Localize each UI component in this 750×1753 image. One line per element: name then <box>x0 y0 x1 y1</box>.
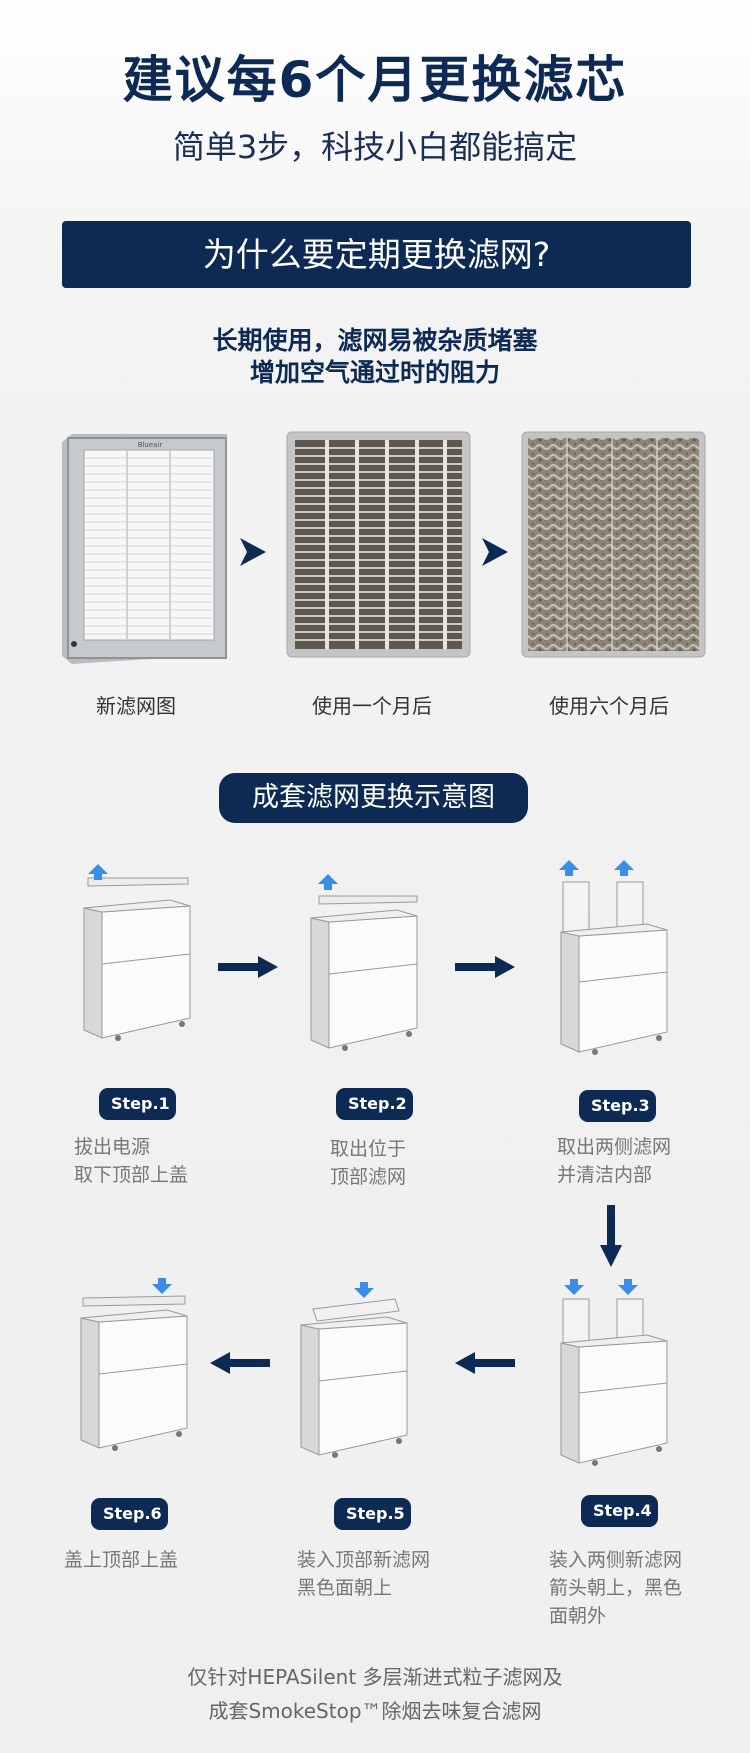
down-arrow-icon <box>564 1279 584 1295</box>
purifier-step6-icon <box>80 1295 188 1451</box>
page-title: 建议每6个月更换滤芯 <box>122 51 628 109</box>
up-arrow-icon <box>559 860 579 876</box>
arrow-right-icon <box>240 538 266 566</box>
why-banner: 为什么要定期更换滤网? <box>62 221 691 288</box>
step-text-4: 装入两侧新滤网 箭头朝上，黑色 面朝外 <box>549 1549 683 1627</box>
step-text-5: 装入顶部新滤网 黑色面朝上 <box>297 1549 431 1599</box>
six-month-filter-image <box>521 431 706 658</box>
up-arrow-icon <box>614 860 634 876</box>
down-arrow-icon <box>152 1278 172 1294</box>
up-arrow-icon <box>88 864 108 880</box>
step-badge-5: Step.5 <box>334 1498 411 1530</box>
filter-brand-logo: Blueair <box>138 441 163 449</box>
new-filter-image: Blueair <box>62 434 227 664</box>
down-arrow-icon <box>618 1279 638 1295</box>
arrow-right-icon <box>218 956 278 978</box>
footer-line-1: 仅针对HEPASilent 多层渐进式粒子滤网及 <box>187 1665 563 1689</box>
page-subtitle: 简单3步，科技小白都能搞定 <box>172 128 578 166</box>
step-badge-1: Step.1 <box>99 1088 176 1120</box>
step-text-1: 拔出电源 取下顶部上盖 <box>74 1136 189 1186</box>
step-text-6: 盖上顶部上盖 <box>64 1549 179 1571</box>
purifier-step4-icon <box>560 1298 668 1466</box>
purifier-step3-icon <box>560 881 668 1055</box>
purifier-step2-icon <box>310 895 418 1051</box>
arrow-right-icon <box>455 956 515 978</box>
filter-caption-one-month: 使用一个月后 <box>312 694 432 718</box>
step-badge-6: Step.6 <box>91 1498 168 1530</box>
arrow-left-icon <box>210 1352 270 1374</box>
reason-line-1: 长期使用，滤网易被杂质堵塞 <box>212 326 538 355</box>
arrow-down-icon <box>600 1205 622 1267</box>
down-arrow-icon <box>354 1282 374 1298</box>
up-arrow-icon <box>318 874 338 890</box>
filter-caption-six-months: 使用六个月后 <box>549 694 669 718</box>
purifier-step5-icon <box>300 1298 408 1458</box>
step-badge-2: Step.2 <box>336 1088 413 1120</box>
purifier-step1-icon <box>83 877 191 1041</box>
arrow-right-icon <box>482 538 508 566</box>
reason-line-2: 增加空气通过时的阻力 <box>249 358 500 387</box>
step-text-3: 取出两侧滤网 并清洁内部 <box>557 1136 672 1186</box>
section-title-pill: 成套滤网更换示意图 <box>219 773 528 823</box>
step-badge-4: Step.4 <box>581 1495 658 1527</box>
step-badge-3: Step.3 <box>579 1090 656 1122</box>
one-month-filter-image <box>286 431 471 658</box>
filter-caption-new: 新滤网图 <box>96 694 176 718</box>
footer-line-2: 成套SmokeStop™除烟去味复合滤网 <box>208 1699 542 1723</box>
arrow-left-icon <box>455 1352 515 1374</box>
step-text-2: 取出位于 顶部滤网 <box>330 1138 407 1188</box>
